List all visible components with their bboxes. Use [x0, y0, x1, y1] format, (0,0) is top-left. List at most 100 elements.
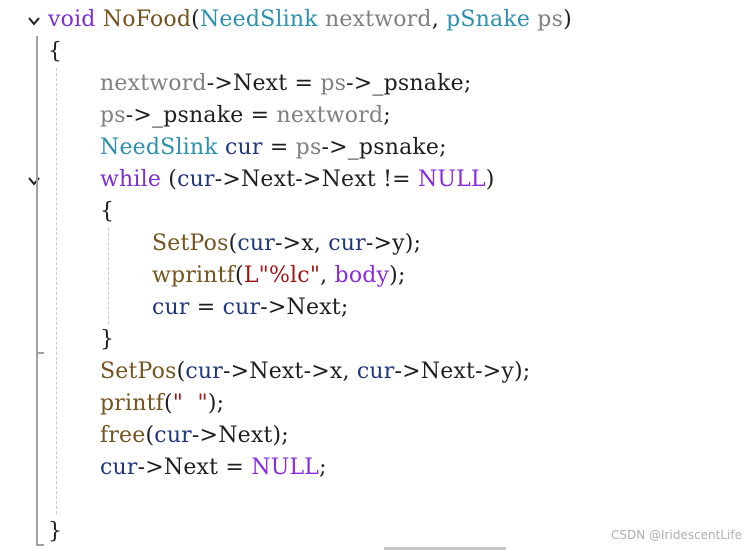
code-token: ps: [537, 7, 564, 32]
code-token: ps: [295, 135, 322, 160]
code-token: Next: [233, 71, 288, 96]
code-token: while: [100, 167, 162, 192]
code-token: =: [287, 71, 321, 96]
code-line-17[interactable]: }: [48, 516, 62, 548]
code-token: wprintf: [152, 263, 236, 288]
code-token: (: [176, 359, 186, 384]
code-line-13[interactable]: printf(" ");: [100, 388, 224, 420]
code-line-11[interactable]: }: [100, 324, 114, 356]
code-token: ->: [125, 103, 153, 128]
code-token: );: [514, 359, 531, 384]
code-token: }: [100, 327, 115, 352]
code-token: =: [189, 295, 223, 320]
code-line-1[interactable]: void NoFood(NeedSlink nextword, pSnake p…: [48, 4, 572, 36]
code-token: ,: [320, 263, 335, 288]
code-line-5[interactable]: NeedSlink cur = ps->_psnake;: [100, 132, 447, 164]
code-token: pSnake: [446, 7, 531, 32]
code-token: cur: [222, 295, 261, 320]
code-token: (: [164, 391, 173, 416]
code-line-10[interactable]: cur = cur->Next;: [152, 292, 348, 324]
code-token: ;: [439, 135, 447, 160]
code-token: ->: [260, 295, 287, 320]
code-token: NeedSlink: [199, 7, 318, 32]
code-token: ,: [313, 231, 329, 256]
code-token: SetPos: [152, 231, 229, 256]
code-token: ->: [137, 455, 164, 480]
code-line-2[interactable]: {: [48, 36, 62, 68]
code-token: _psnake: [152, 103, 244, 128]
code-token: y: [501, 359, 515, 384]
fold-region-function: [36, 36, 38, 546]
watermark: CSDN @IridescentLife: [610, 528, 742, 542]
code-token: ->: [206, 71, 233, 96]
code-token: cur: [177, 167, 215, 192]
code-token: !=: [375, 167, 418, 192]
code-token: _psnake: [372, 71, 464, 96]
code-token: ->: [274, 231, 302, 256]
code-token: y: [392, 231, 405, 256]
code-token: printf: [100, 391, 164, 416]
code-line-8[interactable]: SetPos(cur->x, cur->y);: [152, 228, 421, 260]
fold-region-while-end: [36, 352, 44, 354]
code-token: _psnake: [347, 135, 440, 160]
code-token: void: [48, 7, 96, 32]
code-line-4[interactable]: ps->_psnake = nextword;: [100, 100, 391, 132]
code-token: ,: [431, 7, 447, 32]
code-token: " ": [172, 391, 208, 416]
code-token: Next: [321, 167, 376, 192]
code-token: );: [272, 423, 289, 448]
code-token: Next: [249, 359, 304, 384]
code-token: nextword: [100, 71, 207, 96]
code-token: (: [161, 167, 178, 192]
fold-region-function-end: [36, 544, 44, 546]
code-token: cur: [152, 295, 190, 320]
code-token: Next: [163, 455, 219, 480]
code-line-9[interactable]: wprintf(L"%lc", body);: [152, 260, 406, 292]
code-token: nextword: [324, 7, 432, 32]
horizontal-scrollbar-thumb[interactable]: [384, 547, 506, 550]
code-token: NoFood: [102, 7, 192, 32]
code-token: NeedSlink: [100, 135, 218, 160]
code-token: cur: [225, 135, 263, 160]
code-token: ->: [365, 231, 393, 256]
code-token: cur: [185, 359, 223, 384]
code-line-14[interactable]: free(cur->Next);: [100, 420, 289, 452]
code-token: ,: [342, 359, 357, 384]
code-token: ->: [321, 135, 348, 160]
code-token: cur: [328, 231, 366, 256]
code-line-7[interactable]: {: [100, 196, 114, 228]
code-token: (: [235, 263, 244, 288]
code-token: x: [301, 231, 314, 256]
code-line-3[interactable]: nextword->Next = ps->_psnake;: [100, 68, 471, 100]
code-token: x: [329, 359, 343, 384]
chevron-down-icon[interactable]: [26, 173, 42, 189]
code-token: [96, 7, 103, 32]
code-token: SetPos: [100, 359, 177, 384]
code-token: );: [389, 263, 406, 288]
code-token: (: [228, 231, 238, 256]
chevron-down-icon[interactable]: [26, 13, 42, 29]
code-token: NULL: [251, 455, 320, 480]
code-token: cur: [356, 359, 395, 384]
code-token: Next: [218, 423, 273, 448]
code-token: ->: [222, 359, 250, 384]
code-token: =: [243, 103, 277, 128]
code-line-6[interactable]: while (cur->Next->Next != NULL): [100, 164, 495, 196]
indent-guide: [56, 68, 57, 514]
code-token: free: [100, 423, 146, 448]
code-token: );: [404, 231, 422, 256]
code-token: =: [262, 135, 296, 160]
code-token: cur: [154, 423, 192, 448]
code-token: Next: [286, 295, 341, 320]
code-token: ->: [303, 359, 330, 384]
code-token: NULL: [417, 167, 486, 192]
code-line-15[interactable]: cur->Next = NULL;: [100, 452, 327, 484]
code-token: ): [485, 167, 495, 192]
code-token: cur: [100, 455, 138, 480]
code-token: ->: [346, 71, 373, 96]
code-line-12[interactable]: SetPos(cur->Next->x, cur->Next->y);: [100, 356, 530, 388]
code-token: cur: [237, 231, 275, 256]
code-token: Next: [420, 359, 476, 384]
code-token: [218, 135, 225, 160]
